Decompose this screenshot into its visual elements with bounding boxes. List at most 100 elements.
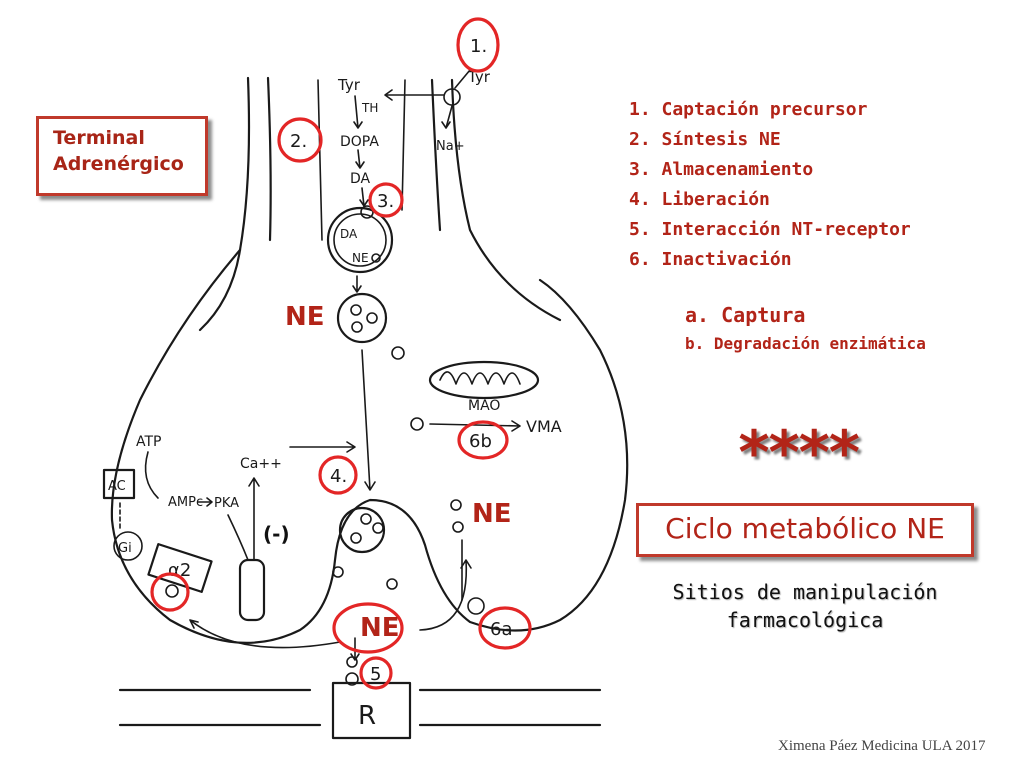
step-3: 3. Almacenamiento (629, 159, 814, 180)
axon-wall-inner-left (266, 76, 272, 242)
ac-label: AC (108, 479, 126, 494)
tyr-transporter (443, 88, 461, 106)
tyr-import-arrow (384, 89, 445, 101)
autoreceptor-arrow (189, 619, 341, 649)
axon-wall-inner-right (430, 78, 442, 232)
site-marker-3 (368, 182, 404, 218)
tyr-in-label: Tyr (337, 76, 361, 94)
site-marker-4 (318, 455, 358, 495)
ne-label-vesicle: NE (285, 302, 325, 332)
site-marker-2-label: 2. (290, 131, 307, 152)
mao-label: MAO (468, 398, 500, 414)
axon-channel-right (401, 79, 406, 211)
ca-label: Ca++ (240, 456, 282, 472)
dopa-da-arrow (355, 149, 365, 169)
author-credit: Ximena Páez Medicina ULA 2017 (778, 738, 986, 754)
steps-list: 1. Captación precursor 2. Síntesis NE 3.… (629, 95, 911, 275)
storage-dot-1 (350, 304, 362, 316)
alpha2-ne-dot (165, 584, 179, 598)
da-vesicle-label: DA (340, 227, 358, 241)
amp-label: AMPc (168, 495, 203, 510)
atp-label: ATP (136, 434, 161, 450)
cleft-dot-1 (332, 566, 344, 578)
na-label: Na+ (436, 139, 465, 154)
site-marker-ne-receptor (332, 602, 404, 654)
site-marker-1-label: 1. (470, 36, 487, 57)
inactivation-substeps: a. Captura b. Degradación enzimática (685, 300, 926, 358)
mitochondrion-cristae (439, 371, 521, 385)
da-vesicle-arrow (359, 187, 369, 207)
ca-release-arrow (289, 441, 356, 453)
storage-dot-2 (366, 312, 378, 324)
reuptake-transporter (467, 597, 485, 615)
site-marker-autoreceptor (150, 572, 190, 612)
th-label: TH (361, 101, 378, 115)
terminal-membrane (110, 248, 629, 644)
free-ne-dot (391, 346, 405, 360)
tyr-dopa-arrow (353, 95, 363, 129)
site-marker-4-label: 4. (330, 466, 347, 487)
cleft-dot-3 (450, 499, 462, 511)
vesicle-ne-dot (371, 253, 381, 263)
docked-dot-3 (372, 522, 384, 534)
negative-feedback-label: (-) (263, 522, 290, 546)
axon-channel-left (317, 79, 323, 241)
synthesis-vesicle-inner (333, 213, 387, 267)
ca-influx-arrow (248, 477, 260, 561)
emphasis-stars: **** (736, 418, 862, 488)
step-5: 5. Interacción NT-receptor (629, 219, 911, 240)
atp-arrow (144, 451, 159, 499)
dopa-label: DOPA (340, 134, 379, 150)
pka-label: PKA (214, 496, 239, 511)
axon-wall-right (450, 78, 562, 322)
mao-substrate-dot (410, 417, 424, 431)
release-arrow (361, 349, 376, 491)
docked-vesicle (338, 506, 386, 554)
sites-title: Sitios de manipulación farmacológica (640, 578, 970, 634)
mao-arrow (429, 420, 521, 432)
tyr-out-arrow (454, 69, 471, 89)
synthesis-vesicle (326, 206, 394, 274)
storage-dot-3 (351, 321, 363, 333)
terminal-label-line1: Terminal (53, 127, 145, 149)
terminal-label-box: Terminal Adrenérgico (36, 116, 208, 196)
substep-b: b. Degradación enzimática (685, 334, 926, 353)
vesicle-transporter (360, 205, 374, 219)
receptor-release-dot (346, 656, 358, 668)
ne-label-cleft: NE (472, 499, 512, 529)
site-marker-1 (456, 17, 500, 73)
vesicle-down-arrow (352, 275, 362, 293)
receptor-r (331, 681, 412, 740)
vma-label: VMA (526, 417, 562, 436)
site-marker-5 (359, 656, 393, 690)
substep-a: a. Captura (685, 303, 806, 327)
site-marker-5-label: 5 (370, 664, 381, 685)
da-label: DA (350, 171, 371, 187)
site-marker-2 (277, 117, 323, 163)
docked-dot-2 (350, 532, 362, 544)
gi-protein (113, 531, 143, 561)
terminal-label-line2: Adrenérgico (53, 153, 184, 175)
docked-dot-1 (360, 513, 372, 525)
axon-wall-left (198, 76, 251, 332)
site-marker-6b-label: 6b (469, 431, 492, 452)
site-marker-6b (457, 420, 509, 460)
ac-box (102, 468, 136, 500)
site-marker-3-label: 3. (377, 191, 394, 212)
ne-vesicle-label: NE (352, 251, 369, 265)
gi-label: Gi (118, 541, 132, 556)
receptor-r-label: R (358, 701, 376, 731)
mitochondrion (428, 360, 540, 400)
na-arrow (441, 105, 453, 129)
pka-channel-arrow (227, 514, 249, 561)
sites-title-line2: farmacológica (726, 608, 884, 632)
cycle-title-box: Ciclo metabólico NE (636, 503, 974, 557)
alpha2-receptor (147, 543, 213, 593)
ca-channel (238, 558, 266, 622)
storage-vesicle (336, 292, 388, 344)
cycle-title: Ciclo metabólico NE (665, 512, 945, 545)
amp-pka-arrow (197, 497, 213, 507)
sites-title-line1: Sitios de manipulación (672, 580, 938, 604)
